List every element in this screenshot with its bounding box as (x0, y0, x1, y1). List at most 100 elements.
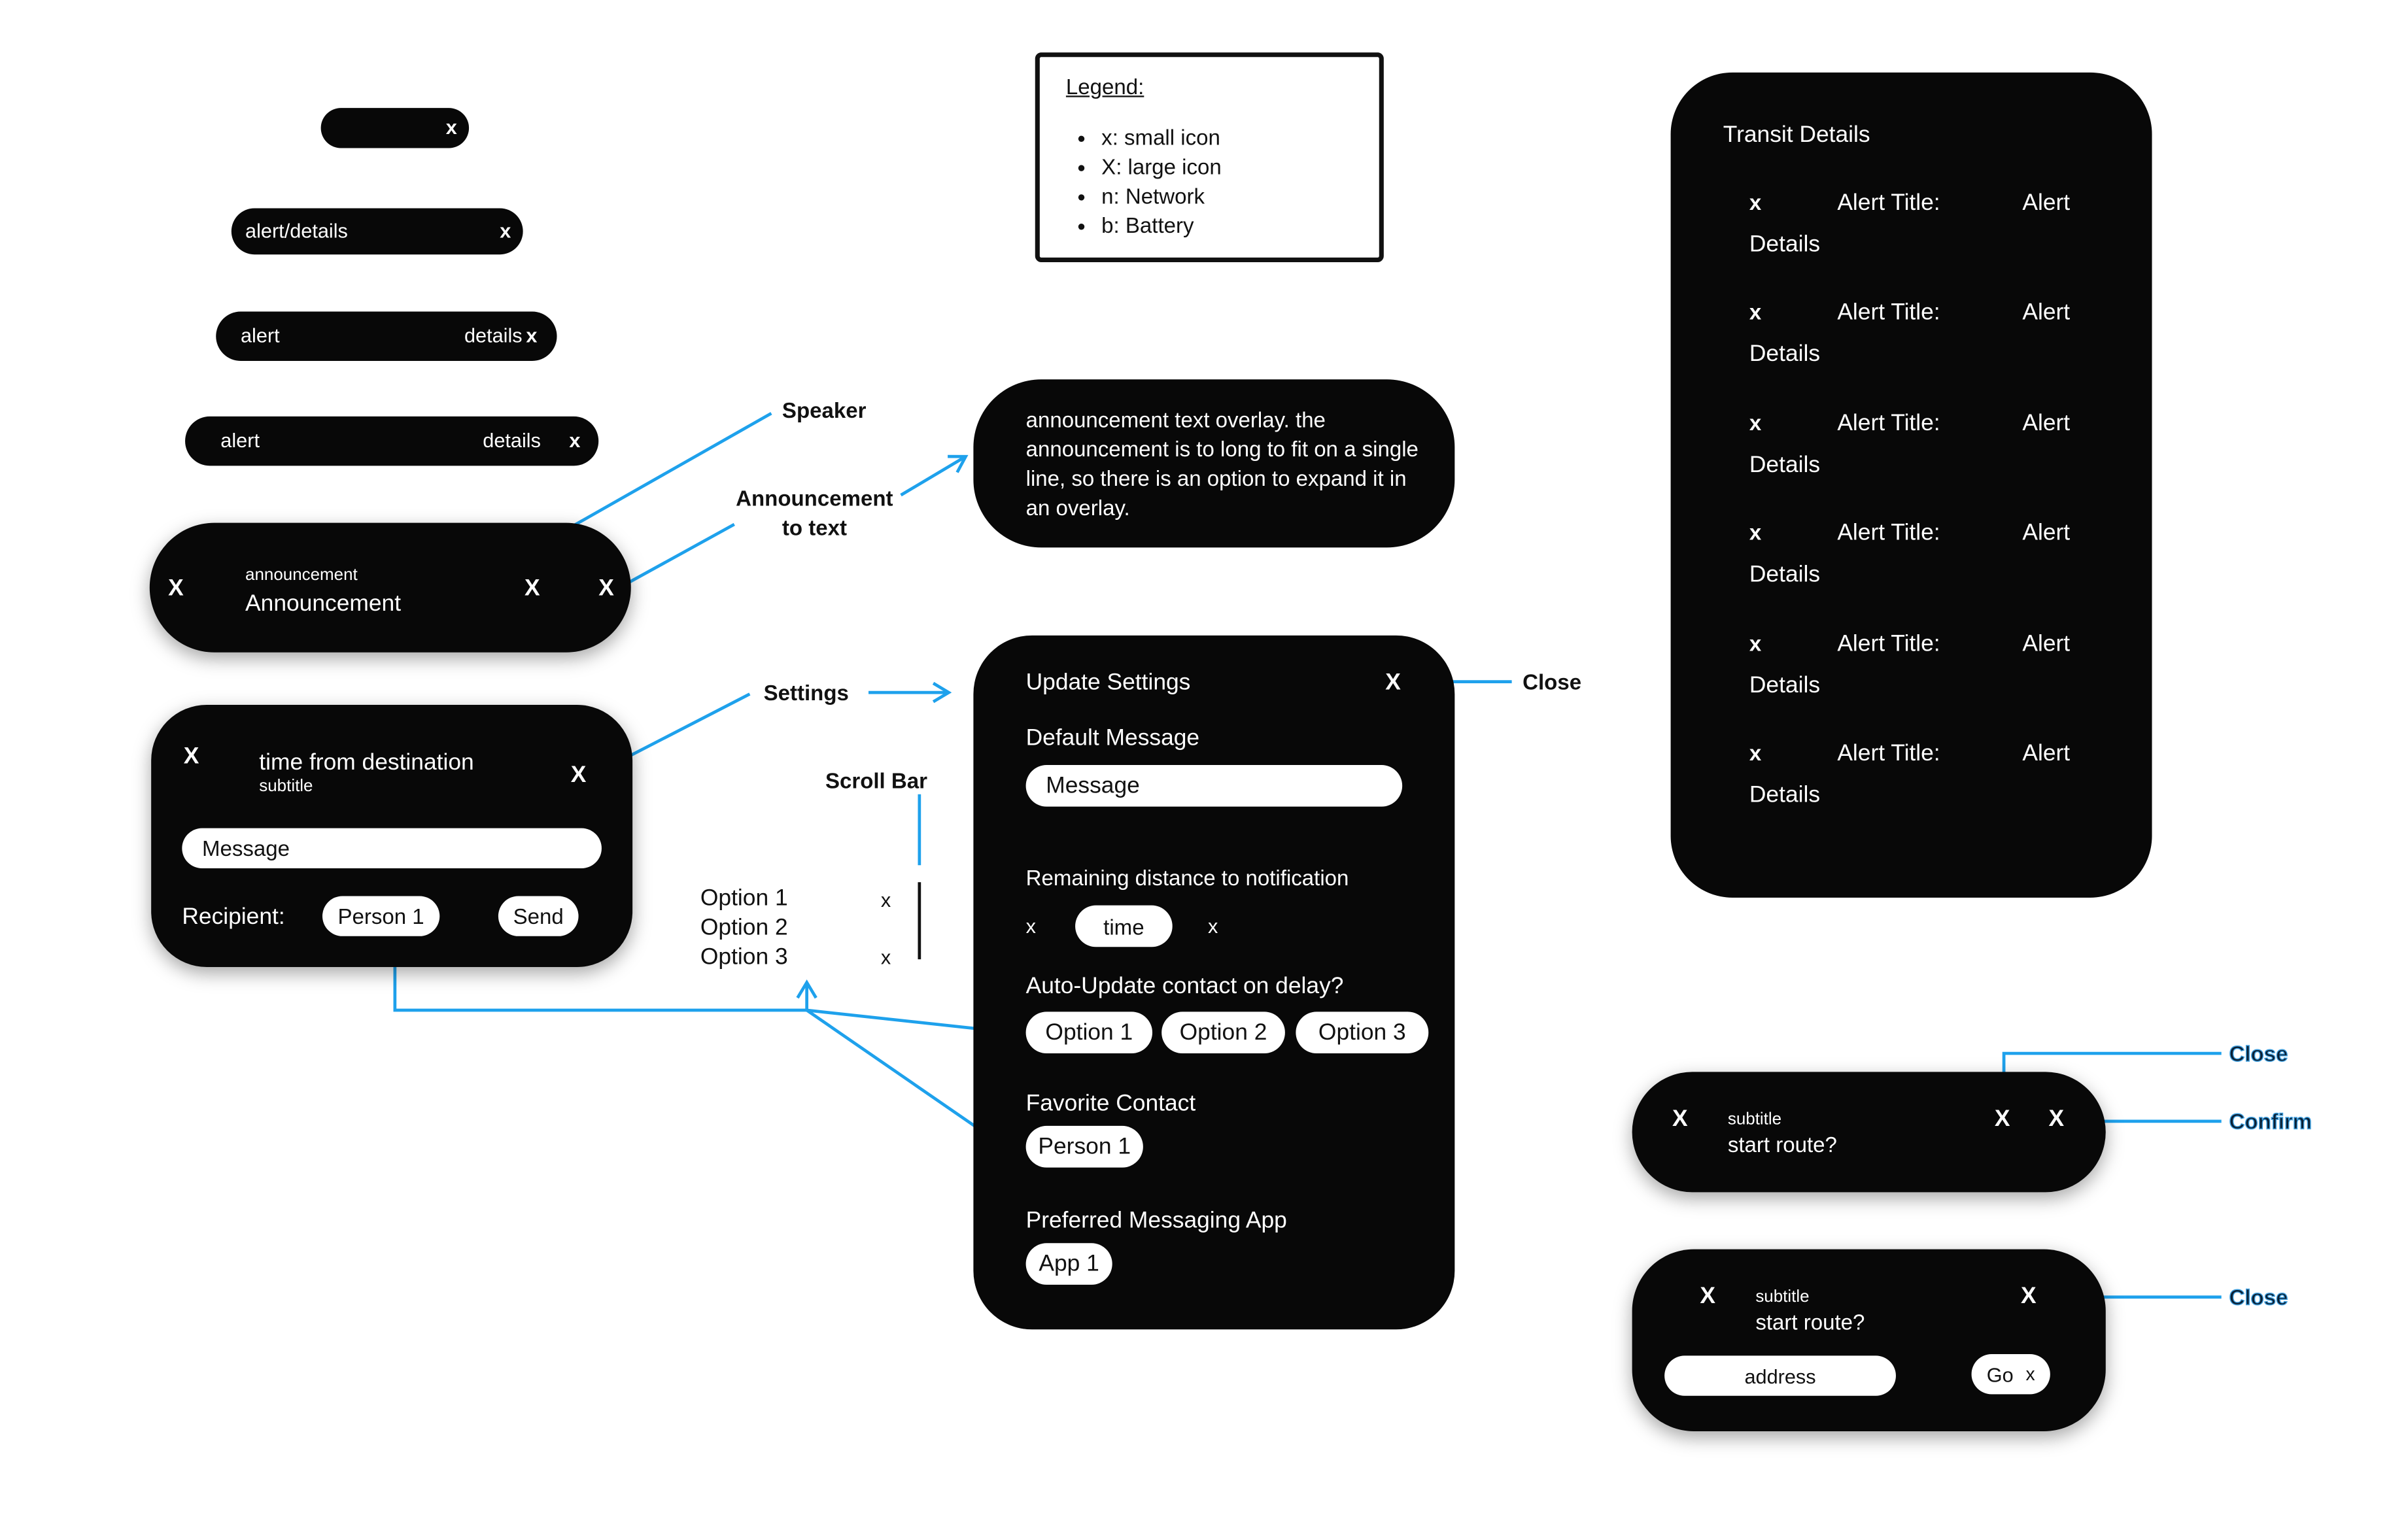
increase-icon[interactable]: x (1207, 914, 1218, 938)
distance-label: Remaining distance to notification (1025, 865, 1349, 891)
favorite-contact-label: Favorite Contact (1025, 1090, 1196, 1117)
close-icon[interactable]: x (1749, 740, 1762, 765)
message-input[interactable]: Message (182, 828, 602, 869)
close-icon[interactable]: x (569, 428, 581, 452)
default-message-input[interactable]: Message (1025, 764, 1403, 807)
alert-details: Details (1749, 341, 1821, 367)
auto-update-option-3[interactable]: Option 3 (1296, 1012, 1429, 1054)
card-subtitle: subtitle (259, 777, 313, 796)
close-icon[interactable]: x (2025, 1363, 2035, 1386)
close-icon[interactable]: x (526, 324, 538, 347)
alert-label: alert (220, 428, 260, 452)
alert-text: Alert (2022, 519, 2071, 547)
alert-details: Details (1749, 452, 1821, 479)
close-icon[interactable]: x (1749, 410, 1762, 435)
announcement-overline: announcement (245, 566, 358, 585)
distance-value-text: time (1103, 913, 1144, 939)
send-label: Send (513, 904, 564, 928)
close-icon[interactable]: x (445, 115, 457, 139)
close-icon[interactable]: X (1672, 1106, 1688, 1132)
auto-update-option-2[interactable]: Option 2 (1161, 1012, 1285, 1054)
annotation-route-confirm: Confirm (2229, 1108, 2313, 1134)
favorite-contact-value: Person 1 (1038, 1133, 1131, 1160)
settings-icon[interactable]: X (570, 762, 587, 789)
close-icon[interactable]: X (1700, 1283, 1716, 1310)
alert-pill-split[interactable]: alert details x (216, 311, 557, 361)
option-label: Option 2 (1179, 1019, 1267, 1046)
details-label: details (483, 428, 541, 452)
alert-text: Alert (2022, 190, 2071, 216)
close-icon[interactable]: x (500, 218, 511, 243)
alert-title: Alert Title: (1837, 630, 1940, 657)
scroll-down-icon[interactable]: x (880, 945, 891, 969)
details-label: details (464, 324, 523, 347)
speaker-icon[interactable]: X (524, 575, 540, 602)
route-title: start route? (1755, 1309, 1865, 1334)
start-route-card: X subtitle start route? X X (1632, 1072, 2106, 1193)
alert-text: Alert (2022, 299, 2071, 326)
close-icon[interactable]: X (168, 575, 184, 602)
list-item[interactable]: Option 2 (700, 914, 788, 941)
annotation-settings: Settings (763, 680, 849, 705)
transit-row[interactable]: x Alert Title: Alert Details (1671, 190, 2152, 267)
transit-row[interactable]: x Alert Title: Alert Details (1671, 299, 2152, 377)
confirm-icon[interactable]: X (2048, 1106, 2065, 1132)
close-icon[interactable]: X (2021, 1283, 2037, 1310)
decrease-icon[interactable]: x (1025, 914, 1036, 938)
expand-icon[interactable]: X (598, 575, 614, 602)
close-icon[interactable]: X (1385, 669, 1401, 696)
recipient-button[interactable]: Person 1 (322, 896, 440, 936)
transit-details-card: Transit Details x Alert Title: Alert Det… (1670, 72, 2152, 898)
close-icon[interactable]: x (1749, 299, 1762, 324)
alert-pill-combined[interactable]: alert/details x (231, 208, 523, 255)
overlay-text: announcement text overlay. the announcem… (1025, 407, 1419, 520)
recipient-value: Person 1 (337, 904, 424, 928)
transit-row[interactable]: x Alert Title: Alert Details (1671, 520, 2152, 597)
close-icon[interactable]: x (1749, 190, 1762, 214)
legend-item: X: large icon (1101, 153, 1222, 182)
transit-title: Transit Details (1723, 122, 1870, 148)
card-title: time from destination (259, 749, 474, 776)
auto-update-label: Auto-Update contact on delay? (1025, 973, 1344, 1000)
list-item[interactable]: Option 1 (700, 885, 788, 912)
alert-pill-wide[interactable]: alert details x (185, 416, 599, 466)
option-label: Option 1 (1045, 1019, 1133, 1046)
send-button[interactable]: Send (498, 896, 579, 936)
alert-details-label: alert/details (245, 218, 348, 243)
close-icon[interactable]: X (183, 743, 199, 770)
transit-row[interactable]: x Alert Title: Alert Details (1671, 740, 2152, 817)
alert-title: Alert Title: (1837, 410, 1940, 437)
alert-pill-minimal[interactable]: x (320, 108, 470, 148)
scroll-list[interactable]: Option 1 Option 2 Option 3 x x (694, 879, 940, 978)
close-icon[interactable]: x (1749, 519, 1762, 545)
close-icon[interactable]: x (1749, 630, 1762, 656)
distance-value[interactable]: time (1075, 905, 1173, 947)
auto-update-option-1[interactable]: Option 1 (1025, 1012, 1153, 1054)
messaging-app-value: App 1 (1039, 1250, 1099, 1278)
scroll-up-icon[interactable]: x (880, 888, 891, 912)
alert-text: Alert (2022, 630, 2071, 657)
annotation-announcement-to-text-line2: to text (782, 515, 847, 540)
list-item[interactable]: Option 3 (700, 944, 788, 970)
messaging-app-label: Preferred Messaging App (1025, 1207, 1287, 1234)
message-placeholder: Message (202, 836, 290, 861)
transit-row[interactable]: x Alert Title: Alert Details (1671, 410, 2152, 487)
annotation-route2-close: Close (2229, 1284, 2288, 1310)
close-icon[interactable]: X (1994, 1106, 2010, 1132)
annotation-announcement-to-text: Announcement (736, 486, 893, 511)
favorite-contact-button[interactable]: Person 1 (1025, 1125, 1143, 1168)
legend-item: b: Battery (1101, 211, 1222, 241)
transit-row[interactable]: x Alert Title: Alert Details (1671, 631, 2152, 708)
address-input[interactable]: address (1664, 1355, 1896, 1396)
announcement-text-connector-right (900, 454, 969, 497)
announcement-overlay: announcement text overlay. the announcem… (973, 379, 1455, 548)
announcement-card: X announcement Announcement X X (149, 522, 631, 653)
alert-title: Alert Title: (1837, 519, 1940, 547)
default-message-value: Message (1046, 772, 1140, 799)
alert-text: Alert (2022, 410, 2071, 437)
scroll-bar[interactable] (918, 882, 921, 960)
go-button[interactable]: Go x (1971, 1354, 2050, 1395)
recipient-label: Recipient: (182, 904, 285, 930)
messaging-app-button[interactable]: App 1 (1025, 1243, 1112, 1285)
legend-item: n: Network (1101, 182, 1222, 211)
